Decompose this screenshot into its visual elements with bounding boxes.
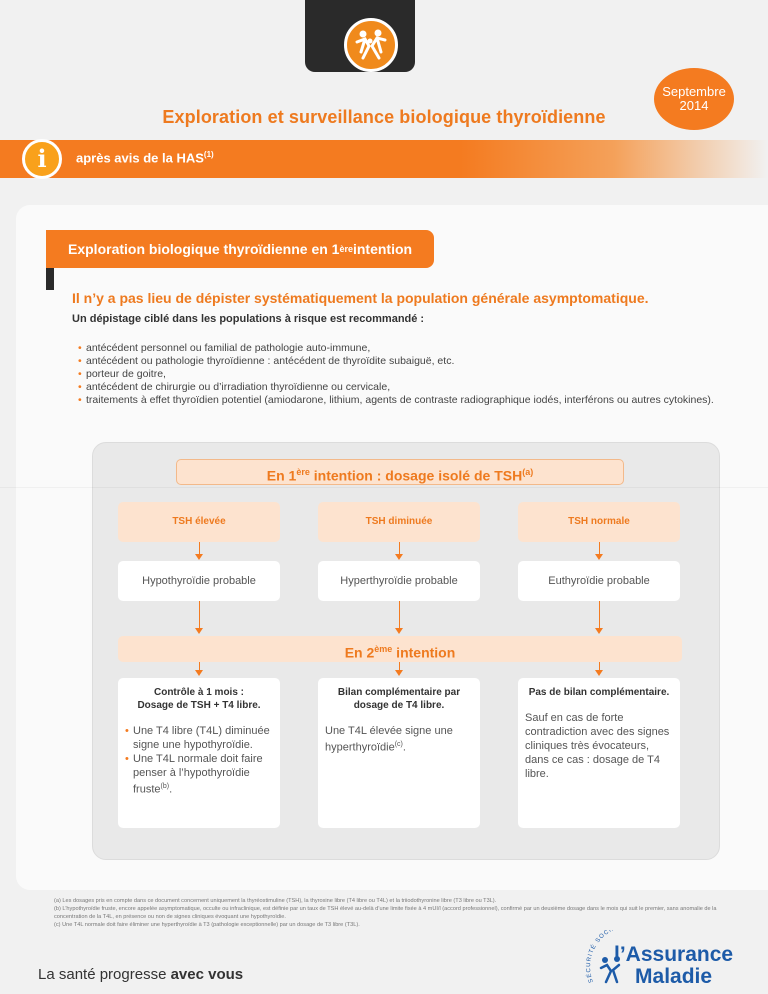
list-item: porteur de goitre, [78, 368, 718, 381]
followup-hyper-text: Une T4L élevée signe une hyperthyroïdie(… [325, 725, 453, 754]
hypothyroidism-box: Hypothyroïdie probable [118, 561, 280, 601]
list-item: traitements à effet thyroïdien potentiel… [78, 394, 718, 407]
warning-text: Il n’y a pas lieu de dépister systématiq… [72, 290, 649, 306]
hyperthyroidism-box: Hyperthyroïdie probable [318, 561, 480, 601]
footnote: (a) Les dosages pris en compte dans ce d… [54, 898, 497, 904]
followup-hypo-box: Contrôle à 1 mois : Dosage de TSH + T4 l… [118, 678, 280, 828]
arrow-down-icon [395, 670, 403, 676]
list-item: Une T4L normale doit faire penser à l’hy… [125, 752, 273, 797]
footnote: (b) L’hypothyroïdie fruste, encore appel… [54, 906, 717, 920]
second-intention-bar: En 2ème intention [118, 636, 682, 662]
logo-figure-icon [599, 956, 621, 984]
followup-eu-text: Sauf en cas de forte contradiction avec … [525, 712, 670, 780]
footnotes: (a) Les dosages pris en compte dans ce d… [54, 897, 744, 929]
followup-hyper-box: Bilan complémentaire par dosage de T4 li… [318, 678, 480, 828]
has-banner [0, 140, 768, 178]
followup-hyper-heading: Bilan complémentaire par dosage de T4 li… [337, 687, 461, 711]
assurance-maladie-logo: SÉCURITÉ SOCIALE [586, 930, 626, 984]
followup-hypo-heading: Contrôle à 1 mois : Dosage de TSH + T4 l… [137, 687, 261, 711]
connector-line [599, 662, 600, 671]
tsh-elevated-box: TSH élevée [118, 502, 280, 542]
connector-line [399, 662, 400, 671]
arrow-down-icon [395, 628, 403, 634]
connector-line [199, 662, 200, 671]
followup-eu-heading: Pas de bilan complémentaire. [528, 687, 670, 698]
logo-wordmark: l’Assurance Maladie [614, 943, 734, 988]
connector-line [399, 542, 400, 555]
euthyroidism-box: Euthyroïdie probable [518, 561, 680, 601]
list-item: antécédent personnel ou familial de path… [78, 342, 718, 355]
date-badge: Septembre 2014 [654, 68, 734, 130]
info-icon: i [22, 139, 62, 179]
followup-eu-box: Pas de bilan complémentaire. Sauf en cas… [518, 678, 680, 828]
connector-line [599, 601, 600, 629]
connector-line [599, 542, 600, 555]
family-logo-icon [344, 18, 398, 72]
section-title: Exploration biologique thyroïdienne en 1… [46, 230, 434, 268]
tsh-decreased-box: TSH diminuée [318, 502, 480, 542]
connector-line [199, 542, 200, 555]
arrow-down-icon [595, 554, 603, 560]
footnote: (c) Une T4L normale doit faire éliminer … [54, 922, 360, 928]
arrow-down-icon [195, 670, 203, 676]
first-intention-bar: En 1ère intention : dosage isolé de TSH(… [176, 459, 624, 485]
paper-fold [0, 487, 768, 488]
date-year: 2014 [679, 98, 709, 113]
arrow-down-icon [595, 628, 603, 634]
connector-line [399, 601, 400, 629]
arrow-down-icon [395, 554, 403, 560]
followup-hypo-list: Une T4 libre (T4L) diminuée signe une hy… [125, 724, 273, 797]
arrow-down-icon [195, 554, 203, 560]
section-tab-shadow [46, 268, 54, 290]
list-item: Une T4 libre (T4L) diminuée signe une hy… [125, 724, 273, 752]
list-item: antécédent ou pathologie thyroïdienne : … [78, 355, 718, 368]
tsh-normal-box: TSH normale [518, 502, 680, 542]
slogan: La santé progresse avec vous [38, 966, 244, 983]
connector-line [199, 601, 200, 629]
has-banner-text: après avis de la HAS(1) [76, 150, 214, 166]
page-title: Exploration et surveillance biologique t… [162, 107, 606, 127]
risk-list: antécédent personnel ou familial de path… [78, 342, 718, 407]
date-month: Septembre [662, 84, 726, 99]
arrow-down-icon [595, 670, 603, 676]
recommendation-text: Un dépistage ciblé dans les populations … [72, 313, 425, 325]
arrow-down-icon [195, 628, 203, 634]
list-item: antécédent de chirurgie ou d’irradiation… [78, 381, 718, 394]
